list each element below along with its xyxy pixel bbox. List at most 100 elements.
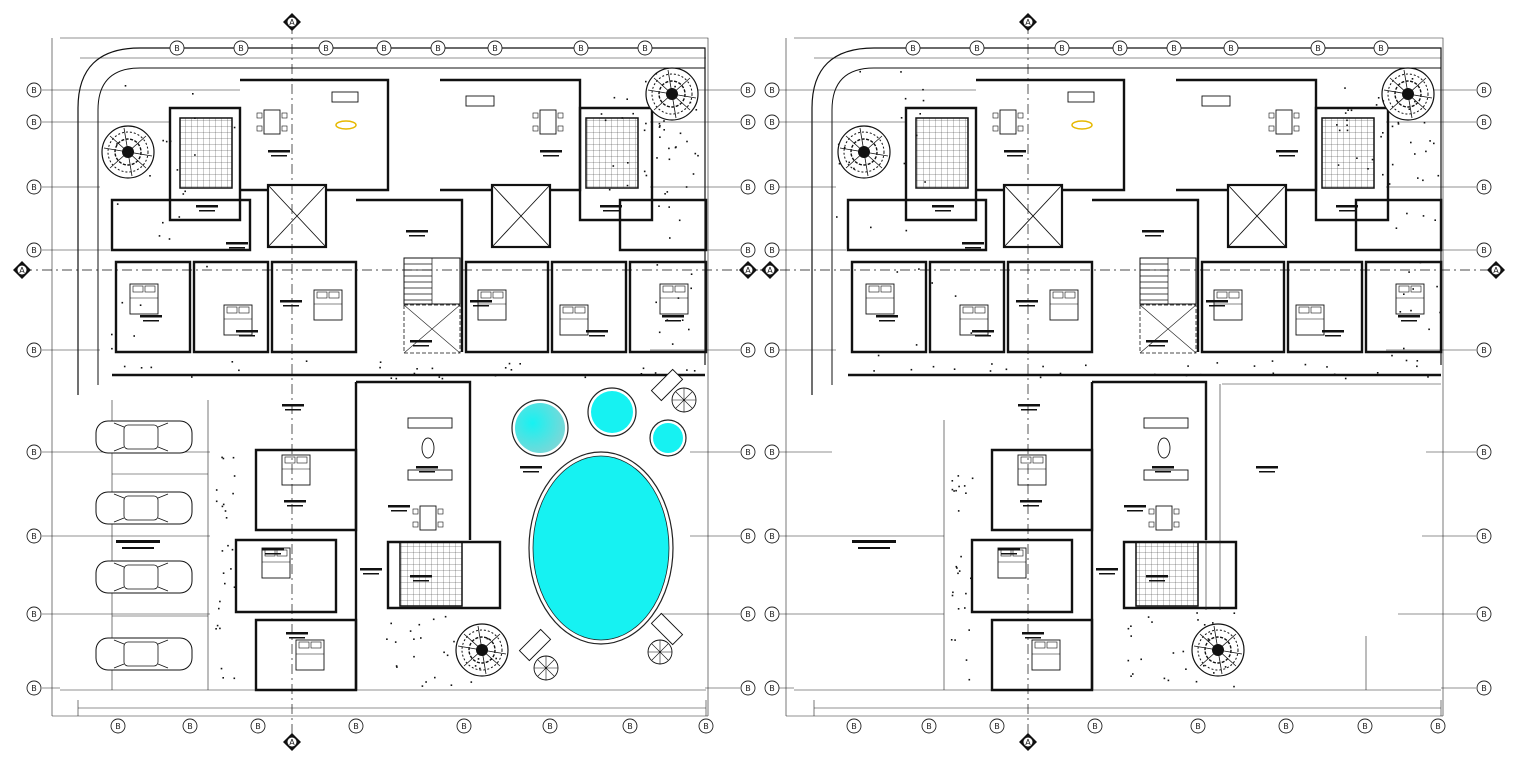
room-tag bbox=[282, 404, 304, 411]
svg-text:B: B bbox=[769, 532, 775, 541]
grid-bubble-icon: B bbox=[764, 528, 780, 544]
svg-text:B: B bbox=[353, 722, 359, 731]
svg-text:B: B bbox=[1171, 44, 1177, 53]
room-tag bbox=[1018, 404, 1040, 411]
lounge-chair-icon bbox=[518, 628, 552, 662]
svg-text:B: B bbox=[1435, 722, 1441, 731]
round-pool-small bbox=[653, 423, 683, 453]
grid-bubble-icon: B bbox=[740, 82, 756, 98]
tree-icon bbox=[101, 125, 155, 179]
room-tag bbox=[410, 340, 432, 347]
grid-bubble-icon: B bbox=[26, 528, 42, 544]
svg-text:B: B bbox=[745, 246, 751, 255]
grid-bubble-icon: B bbox=[637, 40, 653, 56]
svg-text:B: B bbox=[31, 118, 37, 127]
svg-text:B: B bbox=[435, 44, 441, 53]
svg-text:B: B bbox=[769, 684, 775, 693]
grid-bubble-icon: B bbox=[740, 680, 756, 696]
section-marker-icon: A bbox=[13, 261, 31, 279]
grid-bubble-icon: B bbox=[26, 606, 42, 622]
section-marker-icon: A bbox=[1487, 261, 1505, 279]
svg-text:B: B bbox=[1059, 44, 1065, 53]
round-pool-medium bbox=[591, 391, 633, 433]
svg-text:B: B bbox=[769, 448, 775, 457]
svg-text:B: B bbox=[745, 118, 751, 127]
room-tag bbox=[286, 632, 308, 639]
svg-text:A: A bbox=[1025, 738, 1031, 747]
grid-bubble-icon: B bbox=[1278, 718, 1294, 734]
svg-text:B: B bbox=[851, 722, 857, 731]
svg-text:B: B bbox=[1481, 532, 1487, 541]
svg-text:B: B bbox=[187, 722, 193, 731]
grid-bubble-icon: B bbox=[764, 242, 780, 258]
grid-bubble-icon: B bbox=[26, 444, 42, 460]
svg-text:B: B bbox=[745, 183, 751, 192]
round-pool-large bbox=[515, 403, 565, 453]
grid-bubble-icon: B bbox=[1112, 40, 1128, 56]
grid-bubble-icon: B bbox=[26, 680, 42, 696]
svg-text:B: B bbox=[115, 722, 121, 731]
umbrella-icon bbox=[671, 387, 697, 413]
landscape-dots bbox=[111, 70, 1441, 688]
grid-bubble-icon: B bbox=[764, 680, 780, 696]
svg-text:B: B bbox=[461, 722, 467, 731]
svg-text:B: B bbox=[1481, 86, 1487, 95]
room-tag bbox=[1276, 150, 1298, 157]
grid-bubble-icon: B bbox=[487, 40, 503, 56]
room-tag bbox=[268, 150, 290, 157]
grid-bubble-icon: B bbox=[1357, 718, 1373, 734]
room-tag bbox=[1206, 300, 1228, 307]
svg-text:B: B bbox=[1481, 684, 1487, 693]
svg-text:B: B bbox=[745, 532, 751, 541]
grid-bubble-icon: B bbox=[169, 40, 185, 56]
grid-bubble-icon: B bbox=[764, 82, 780, 98]
grid-bubble-icon: B bbox=[698, 718, 714, 734]
svg-text:B: B bbox=[1362, 722, 1368, 731]
grid-bubble-icon: B bbox=[348, 718, 364, 734]
grid-bubble-icon: B bbox=[740, 342, 756, 358]
grid-bubble-icon: B bbox=[764, 444, 780, 460]
grid-bubble-icon: B bbox=[1430, 718, 1446, 734]
room-tag bbox=[586, 330, 608, 337]
room-tag bbox=[470, 300, 492, 307]
plan-left bbox=[22, 24, 760, 748]
grid-bubbles: B B B B B B B B B B B B B B B B B B B B B B B B B B B B B B B B B B B B B B B B… bbox=[26, 40, 1492, 734]
plan-right bbox=[760, 24, 1496, 748]
svg-text:B: B bbox=[31, 246, 37, 255]
grid-bubble-icon: B bbox=[182, 718, 198, 734]
grid-bubble-icon: B bbox=[921, 718, 937, 734]
grid-bubble-icon: B bbox=[764, 342, 780, 358]
svg-text:B: B bbox=[745, 346, 751, 355]
room-tag bbox=[1152, 466, 1174, 473]
room-tag bbox=[262, 548, 284, 555]
grid-bubble-icon: B bbox=[846, 718, 862, 734]
room-tag bbox=[236, 330, 258, 337]
room-tag bbox=[1322, 330, 1344, 337]
room-tag bbox=[998, 548, 1020, 555]
grid-bubble-icon: B bbox=[318, 40, 334, 56]
svg-text:B: B bbox=[238, 44, 244, 53]
grid-bubble-icon: B bbox=[740, 242, 756, 258]
svg-text:B: B bbox=[769, 610, 775, 619]
svg-text:B: B bbox=[255, 722, 261, 731]
grid-bubble-icon: B bbox=[430, 40, 446, 56]
grid-bubble-icon: B bbox=[764, 179, 780, 195]
room-tags bbox=[140, 150, 1420, 639]
room-tag bbox=[1022, 632, 1044, 639]
grid-bubble-icon: B bbox=[989, 718, 1005, 734]
grid-bubble-icon: B bbox=[376, 40, 392, 56]
svg-text:B: B bbox=[642, 44, 648, 53]
room-tag bbox=[1146, 575, 1168, 582]
svg-text:B: B bbox=[926, 722, 932, 731]
svg-text:B: B bbox=[31, 610, 37, 619]
grid-bubble-icon: B bbox=[1476, 242, 1492, 258]
grid-bubble-icon: B bbox=[1476, 342, 1492, 358]
svg-text:B: B bbox=[745, 684, 751, 693]
room-tag bbox=[1020, 500, 1042, 507]
grid-bubble-icon: B bbox=[250, 718, 266, 734]
svg-text:B: B bbox=[31, 448, 37, 457]
svg-text:A: A bbox=[745, 266, 751, 275]
room-tag bbox=[410, 575, 432, 582]
room-tag bbox=[876, 315, 898, 322]
svg-text:B: B bbox=[31, 183, 37, 192]
